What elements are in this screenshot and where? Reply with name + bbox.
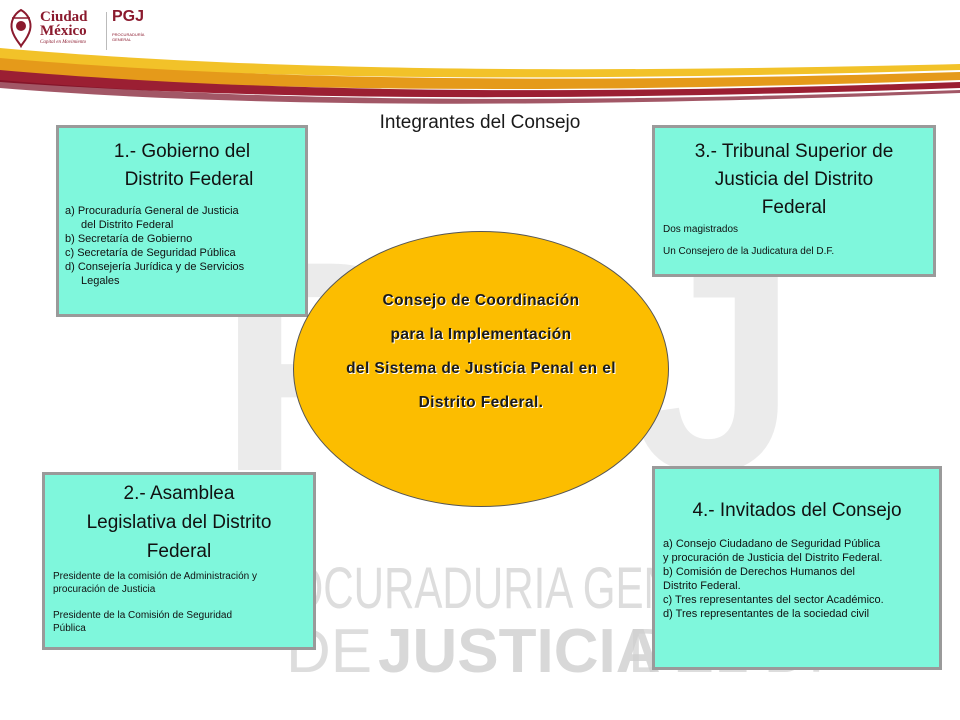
box-title: 3.- Tribunal Superior de Justicia del Di… xyxy=(663,138,925,222)
logo-divider xyxy=(106,12,107,50)
center-line: Consejo de Coordinación xyxy=(382,292,580,309)
list-item: del Distrito Federal xyxy=(81,219,174,231)
member-box-tribunal: 3.- Tribunal Superior de Justicia del Di… xyxy=(652,125,936,277)
logo-mexico: México xyxy=(40,23,87,39)
list-item: Un Consejero de la Judicatura del D.F. xyxy=(663,246,835,257)
box-title-line: Justicia del Distrito xyxy=(714,169,874,190)
list-item: Distrito Federal. xyxy=(663,580,741,592)
box-title: 2.- Asamblea Legislativa del Distrito Fe… xyxy=(53,479,305,566)
member-box-gobierno: 1.- Gobierno del Distrito Federal a) Pro… xyxy=(56,125,308,317)
list-item: d) Consejería Jurídica y de Servicios xyxy=(65,261,245,273)
member-list: a) Procuraduría General de Justicia del … xyxy=(65,204,299,288)
pgj-logo-sub: PROCURADURÍA GENERAL xyxy=(112,32,145,42)
emblem-icon xyxy=(10,8,32,49)
header: Ciudad México Capital en Movimiento PGJ … xyxy=(0,0,960,60)
list-item: Legales xyxy=(81,275,120,287)
list-item: d) Tres representantes de la sociedad ci… xyxy=(663,608,870,620)
list-item: a) Consejo Ciudadano de Seguridad Públic… xyxy=(663,538,881,550)
center-line: para la Implementación xyxy=(390,326,572,343)
list-item: Presidente de la Comisión de Seguridad xyxy=(53,610,232,621)
box-title-line: Federal xyxy=(146,541,212,562)
watermark-line2-b: JUSTICIA xyxy=(378,617,660,686)
ciudad-mexico-logo: Ciudad México Capital en Movimiento PGJ … xyxy=(6,4,156,54)
diagram-title: Integrantes del Consejo xyxy=(0,112,960,134)
list-item: procuración de Justicia xyxy=(53,584,156,595)
box-title: 4.- Invitados del Consejo xyxy=(692,500,902,521)
box-title-line: Distrito Federal xyxy=(124,169,254,190)
member-list: Dos magistrados Un Consejero de la Judic… xyxy=(663,224,925,258)
list-item: c) Tres representantes del sector Académ… xyxy=(663,594,884,606)
box-title-line: 2.- Asamblea xyxy=(123,483,235,504)
list-item: b) Comisión de Derechos Humanos del xyxy=(663,566,855,578)
list-item: c) Secretaría de Seguridad Pública xyxy=(65,247,236,259)
member-list: Presidente de la comisión de Administrac… xyxy=(53,570,305,635)
box-title-line: 1.- Gobierno del xyxy=(113,141,251,162)
member-box-asamblea: 2.- Asamblea Legislativa del Distrito Fe… xyxy=(42,472,316,650)
center-line: Distrito Federal. xyxy=(418,394,544,411)
box-title: 1.- Gobierno del Distrito Federal xyxy=(65,138,299,194)
decorative-swoosh xyxy=(0,48,960,104)
central-council-ellipse xyxy=(293,231,669,507)
list-item: b) Secretaría de Gobierno xyxy=(65,233,193,245)
member-box-invitados: 4.- Invitados del Consejo a) Consejo Ciu… xyxy=(652,466,942,670)
member-list: a) Consejo Ciudadano de Seguridad Públic… xyxy=(663,537,931,621)
box-title-line: Federal xyxy=(761,197,827,218)
list-item: Presidente de la comisión de Administrac… xyxy=(53,571,257,582)
logo-tagline: Capital en Movimiento xyxy=(40,40,87,45)
list-item: a) Procuraduría General de Justicia xyxy=(65,205,239,217)
center-line: del Sistema de Justicia Penal en el xyxy=(346,360,616,377)
box-title-line: 3.- Tribunal Superior de xyxy=(694,141,894,162)
logo-ciudad: Ciudad xyxy=(40,9,88,25)
list-item: Pública xyxy=(53,623,86,634)
pgj-logo: PGJ xyxy=(112,8,145,25)
central-council-label: Consejo de Coordinación para la Implemen… xyxy=(293,284,669,420)
list-item: y procuración de Justicia del Distrito F… xyxy=(663,552,883,564)
title-text: Integrantes del Consejo xyxy=(379,112,581,133)
box-title-line: Legislativa del Distrito xyxy=(86,512,272,533)
list-item: Dos magistrados xyxy=(663,224,739,235)
